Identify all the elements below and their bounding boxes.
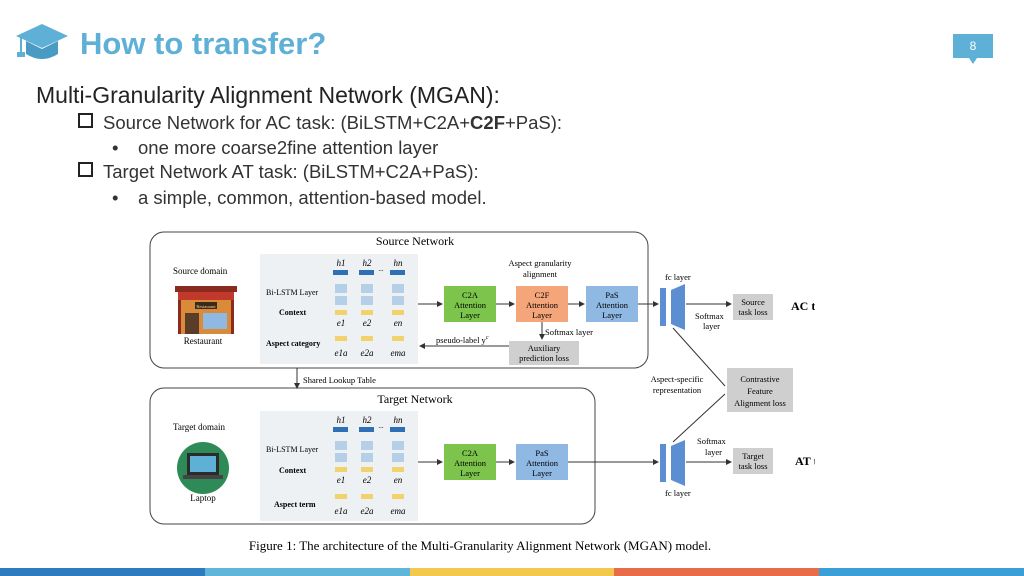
svg-text:Softmax: Softmax: [695, 311, 725, 321]
embed-label: e2: [363, 318, 372, 328]
svg-text:Source: Source: [741, 297, 765, 307]
shared-lookup-label: Shared Lookup Table: [303, 375, 376, 385]
source-task-loss-box: [733, 294, 773, 320]
svg-text:PaS: PaS: [605, 290, 619, 300]
target-domain-label: Target domain: [173, 422, 225, 432]
svg-text:Auxiliary: Auxiliary: [528, 343, 561, 353]
svg-text:Contrastive: Contrastive: [740, 374, 779, 384]
laptop-icon: [177, 442, 229, 494]
svg-text:Attention: Attention: [454, 300, 487, 310]
aspect-category-label: Aspect category: [266, 339, 320, 348]
restaurant-sign: Restaurant: [196, 304, 216, 309]
mgan-architecture-figure: Source Network Target Network Source dom…: [149, 231, 815, 553]
softmax-layer-aux-label: Softmax layer: [545, 327, 593, 337]
pas-layer-source: [586, 286, 638, 322]
embed-label: e2: [363, 475, 372, 485]
aspect-granularity-label: Aspect granularity: [508, 258, 572, 268]
context-label-source: Context: [279, 308, 306, 317]
aspect-embed-label: ema: [391, 348, 406, 358]
ellipsis-label: ...: [378, 422, 384, 430]
svg-text:Alignment loss: Alignment loss: [734, 398, 786, 408]
svg-text:Layer: Layer: [532, 310, 552, 320]
c2f-layer: [516, 286, 568, 322]
figure-caption: Figure 1: The architecture of the Multi-…: [249, 538, 711, 553]
aspect-embed-label: e1a: [335, 506, 348, 516]
at-task-label: AT task: [795, 454, 815, 468]
svg-text:Attention: Attention: [454, 458, 487, 468]
embed-label: en: [394, 318, 403, 328]
svg-text:Layer: Layer: [532, 468, 552, 478]
target-bilstm-cells: h1 h2 ... hn e1 e2 en e1a e2a ema: [333, 415, 406, 516]
source-domain-label: Source domain: [173, 266, 228, 276]
svg-text:Softmax: Softmax: [697, 436, 727, 446]
svg-text:C2A: C2A: [462, 448, 479, 458]
aspect-embed-label: e1a: [335, 348, 348, 358]
svg-text:representation: representation: [653, 385, 702, 395]
page-title: How to transfer?: [80, 26, 327, 61]
svg-text:Feature: Feature: [747, 386, 773, 396]
context-label-target: Context: [279, 466, 306, 475]
svg-text:Attention: Attention: [526, 458, 559, 468]
aspect-term-label: Aspect term: [274, 500, 316, 509]
svg-text:layer: layer: [703, 321, 720, 331]
svg-text:alignment: alignment: [523, 269, 558, 279]
laptop-label: Laptop: [190, 493, 216, 503]
svg-text:Attention: Attention: [596, 300, 629, 310]
svg-text:Layer: Layer: [460, 310, 480, 320]
aspect-embed-label: ema: [391, 506, 406, 516]
square-bullet-icon: [78, 113, 93, 128]
embed-label: e1: [337, 318, 346, 328]
hidden-label: hn: [394, 258, 404, 268]
page-number-badge: 8: [953, 34, 993, 64]
source-network-label: Source Network: [376, 234, 454, 248]
bilstm-label-target: Bi-LSTM Layer: [266, 445, 319, 454]
restaurant-icon: Restaurant: [175, 286, 237, 334]
fc-layer-label-source: fc layer: [665, 272, 691, 282]
bullet-source-network: Source Network for AC task: (BiLSTM+C2A+…: [78, 112, 562, 134]
slide-heading: Multi-Granularity Alignment Network (MGA…: [36, 82, 500, 108]
ac-task-label: AC task: [791, 299, 815, 313]
graduation-cap-icon: [16, 24, 68, 59]
target-network-label: Target Network: [377, 392, 452, 406]
contrastive-loss-box: [727, 368, 793, 412]
hidden-label: h1: [337, 415, 346, 425]
svg-text:task loss: task loss: [738, 461, 767, 471]
sub-bullet-source: •one more coarse2fine attention layer: [112, 137, 439, 158]
pas-layer-target: [516, 444, 568, 480]
fc-layer-label-target: fc layer: [665, 488, 691, 498]
auxiliary-loss-box: [509, 341, 579, 365]
square-bullet-icon: [78, 162, 93, 177]
bottom-color-bar: [0, 568, 1024, 576]
pseudo-label: pseudo-label yc: [436, 335, 489, 345]
hidden-label: h2: [363, 258, 373, 268]
svg-text:Attention: Attention: [526, 300, 559, 310]
page-number: 8: [969, 39, 977, 53]
restaurant-label: Restaurant: [184, 336, 223, 346]
bilstm-label-source: Bi-LSTM Layer: [266, 288, 319, 297]
aspect-embed-label: e2a: [361, 506, 374, 516]
svg-text:Layer: Layer: [602, 310, 622, 320]
svg-text:Target: Target: [742, 451, 764, 461]
svg-text:PaS: PaS: [535, 448, 549, 458]
hidden-label: h1: [337, 258, 346, 268]
embed-label: en: [394, 475, 403, 485]
ellipsis-label: ...: [378, 265, 384, 273]
bullet-target-network: Target Network AT task: (BiLSTM+C2A+PaS)…: [78, 161, 479, 183]
svg-text:C2F: C2F: [535, 290, 550, 300]
sub-bullet-target: •a simple, common, attention-based model…: [112, 187, 487, 208]
svg-text:prediction loss: prediction loss: [519, 353, 569, 363]
target-task-loss-box: [733, 448, 773, 474]
svg-text:task loss: task loss: [738, 307, 767, 317]
source-bilstm-cells: h1 h2 ... hn e1 e2 en e1a e2a ema: [333, 258, 406, 358]
hidden-label: hn: [394, 415, 404, 425]
aspect-embed-label: e2a: [361, 348, 374, 358]
c2a-layer-target: [444, 444, 496, 480]
c2a-layer-source: [444, 286, 496, 322]
aspect-specific-label: Aspect-specific: [651, 374, 704, 384]
svg-text:C2A: C2A: [462, 290, 479, 300]
svg-text:layer: layer: [705, 447, 722, 457]
hidden-label: h2: [363, 415, 373, 425]
embed-label: e1: [337, 475, 346, 485]
svg-text:Layer: Layer: [460, 468, 480, 478]
